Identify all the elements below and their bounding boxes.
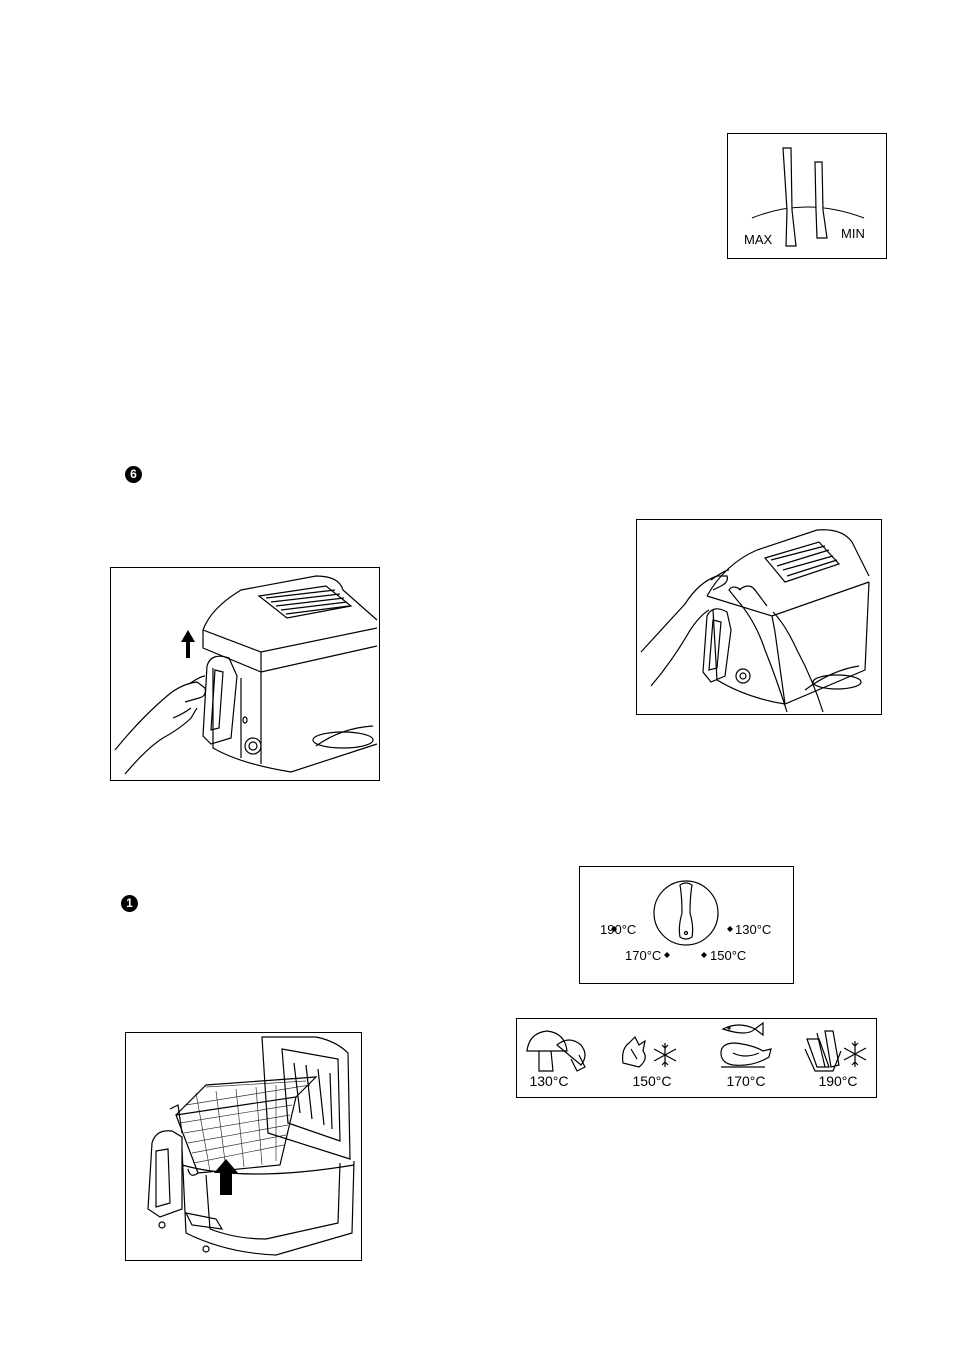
dial-label-130: 130°C [735,922,771,937]
dial-label-190: 190°C [600,922,636,937]
fryer-lid-closing-illustration [637,520,880,713]
guide-temp-150: 150°C [617,1073,687,1089]
dial-label-150: 150°C [710,948,746,963]
guide-temp-130: 130°C [514,1073,584,1089]
frozen-vegetable-icon [623,1037,676,1067]
max-label: MAX [744,232,772,247]
min-label: MIN [841,226,865,241]
up-arrow-icon [181,630,195,658]
guide-temp-170: 170°C [711,1073,781,1089]
mushroom-icon [527,1031,585,1071]
lid-closing-figure [636,519,882,715]
fryer-lid-release-illustration [111,568,378,779]
lid-release-figure [110,567,380,781]
guide-temp-190: 190°C [803,1073,873,1089]
step-badge-lid: 6 [125,466,142,483]
fryer-basket-illustration [126,1033,360,1259]
dial-label-170: 170°C [625,948,661,963]
up-arrow-icon [214,1159,238,1195]
food-temperature-guide: 130°C 150°C 170°C 190°C [516,1018,877,1098]
fish-chicken-icon [721,1023,771,1067]
frozen-fries-icon [805,1031,866,1071]
basket-insert-figure [125,1032,362,1261]
step-badge-basket: 1 [121,895,138,912]
oil-level-gauge-figure: MAX MIN [727,133,887,259]
thermostat-dial-figure: 190°C 130°C 170°C 150°C [579,866,794,984]
